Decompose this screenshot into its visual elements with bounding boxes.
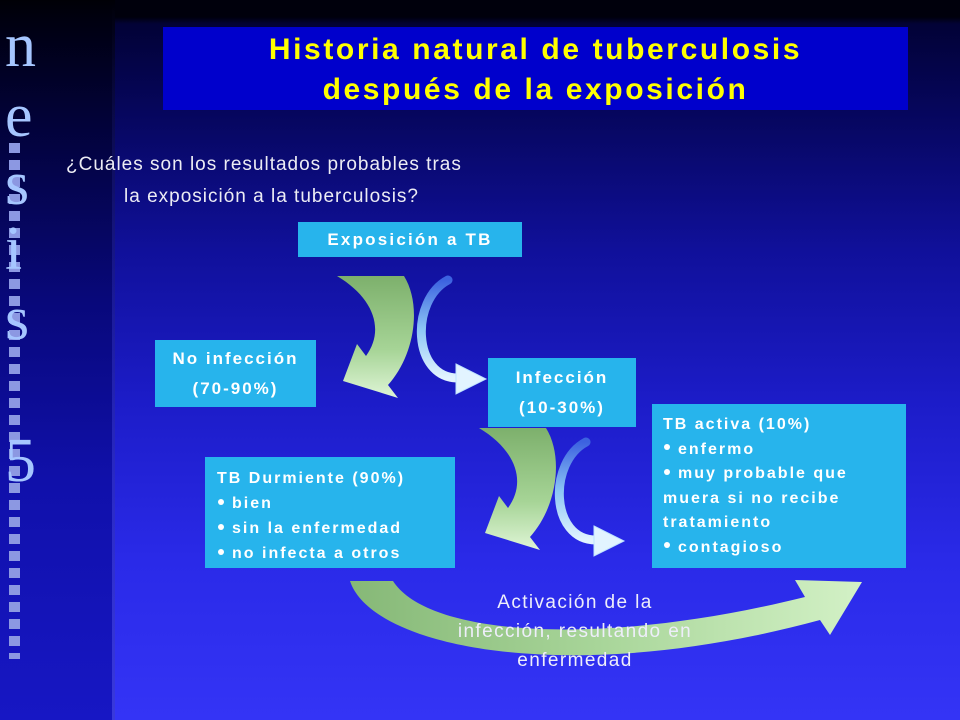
activation-label-line-2: infección, resultando en <box>457 621 693 642</box>
activation-label: Activación de la infección, resultando e… <box>425 588 725 675</box>
box-infection-label: Infección <box>515 368 609 387</box>
arrow-head <box>593 525 626 557</box>
box-no-infection: No infección (70-90%) <box>155 340 316 407</box>
bullet-text: bien <box>232 495 273 512</box>
title-line-2: después de la exposición <box>322 73 749 106</box>
bullet-text: contagioso <box>678 538 784 556</box>
list-item: no infecta a otros <box>217 541 445 566</box>
arrow-head <box>455 363 488 395</box>
list-item: contagioso <box>663 536 896 561</box>
bullet-text: sin la enfermedad <box>232 520 403 537</box>
box-no-infection-range: (70-90%) <box>192 379 279 398</box>
side-letter: s <box>5 285 30 353</box>
bullet-icon <box>664 542 670 549</box>
bullet-icon <box>218 548 224 555</box>
box-infection-range: (10-30%) <box>519 398 605 417</box>
bullet-text: enfermo <box>678 440 756 458</box>
bullet-icon <box>218 523 224 530</box>
curved-arrow-to-no-infection <box>337 276 414 398</box>
box-active-tb: TB activa (10%) enfermo muy probable que… <box>652 404 906 568</box>
activation-label-line-1: Activación de la <box>497 592 653 613</box>
box-exposure: Exposición a TB <box>298 222 522 257</box>
bullet-text: muy probable que muera si no recibe trat… <box>663 465 848 531</box>
bullet-text: no infecta a otros <box>232 545 402 562</box>
list-item: enfermo <box>663 438 896 463</box>
bullet-icon <box>218 498 224 505</box>
arrow-shaft <box>554 437 601 545</box>
box-infection: Infección (10-30%) <box>488 358 636 427</box>
side-letter: e <box>5 82 33 150</box>
side-letter: s <box>5 150 30 218</box>
activation-label-line-3: enfermedad <box>517 650 633 671</box>
arrow-shaft <box>416 275 463 383</box>
side-letter: i <box>5 215 23 283</box>
curved-arrow-to-infection <box>416 275 488 395</box>
question-line-2: la exposición a la tuberculosis? <box>124 186 419 207</box>
slide-title: Historia natural de tuberculosis después… <box>163 27 908 110</box>
title-line-1: Historia natural de tuberculosis <box>268 33 803 66</box>
box-latent-tb: TB Durmiente (90%) bien sin la enfermeda… <box>205 457 455 568</box>
side-letter: 5 <box>5 427 36 495</box>
list-item: muy probable que muera si no recibe trat… <box>663 462 896 536</box>
box-no-infection-label: No infección <box>172 349 299 368</box>
curved-arrow-to-active-tb <box>554 437 626 557</box>
list-item: sin la enfermedad <box>217 516 445 541</box>
square-bullets-column <box>9 143 20 659</box>
side-letter: n <box>5 12 36 80</box>
bullet-icon <box>664 468 670 475</box>
strip-edge-highlight <box>112 0 115 720</box>
curved-arrow-reactivation <box>350 580 862 656</box>
box-active-heading: TB activa (10%) <box>663 416 812 433</box>
box-exposure-label: Exposición a TB <box>327 230 493 249</box>
question-line-1: ¿Cuáles son los resultados probables tra… <box>66 154 462 175</box>
box-latent-heading: TB Durmiente (90%) <box>217 470 406 487</box>
curved-arrow-to-latent-tb <box>479 428 556 550</box>
bullet-icon <box>664 444 670 451</box>
list-item: bien <box>217 491 445 516</box>
